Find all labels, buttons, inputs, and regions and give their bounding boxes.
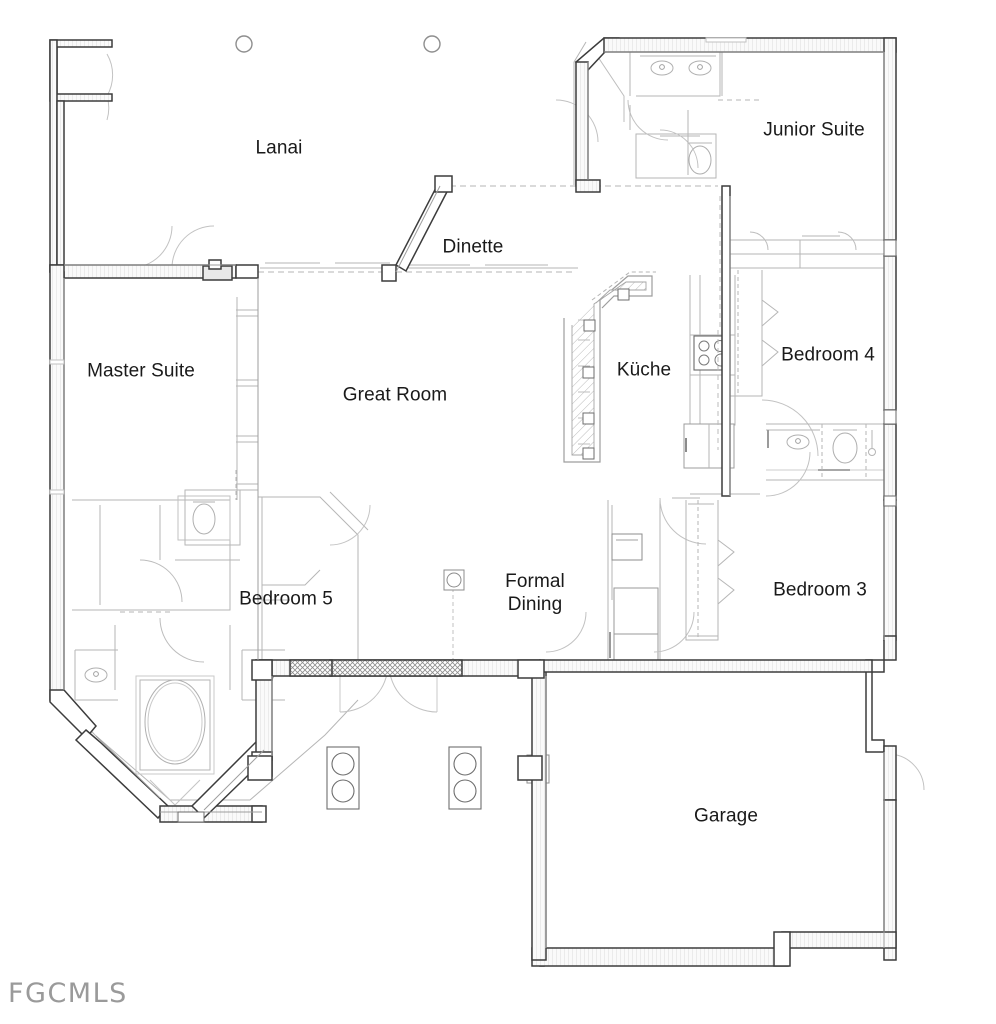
lanai-columns	[235, 35, 441, 53]
lanai-column	[235, 35, 253, 53]
mls-watermark: FGCMLS	[8, 978, 128, 1009]
lanai-column	[423, 35, 441, 53]
